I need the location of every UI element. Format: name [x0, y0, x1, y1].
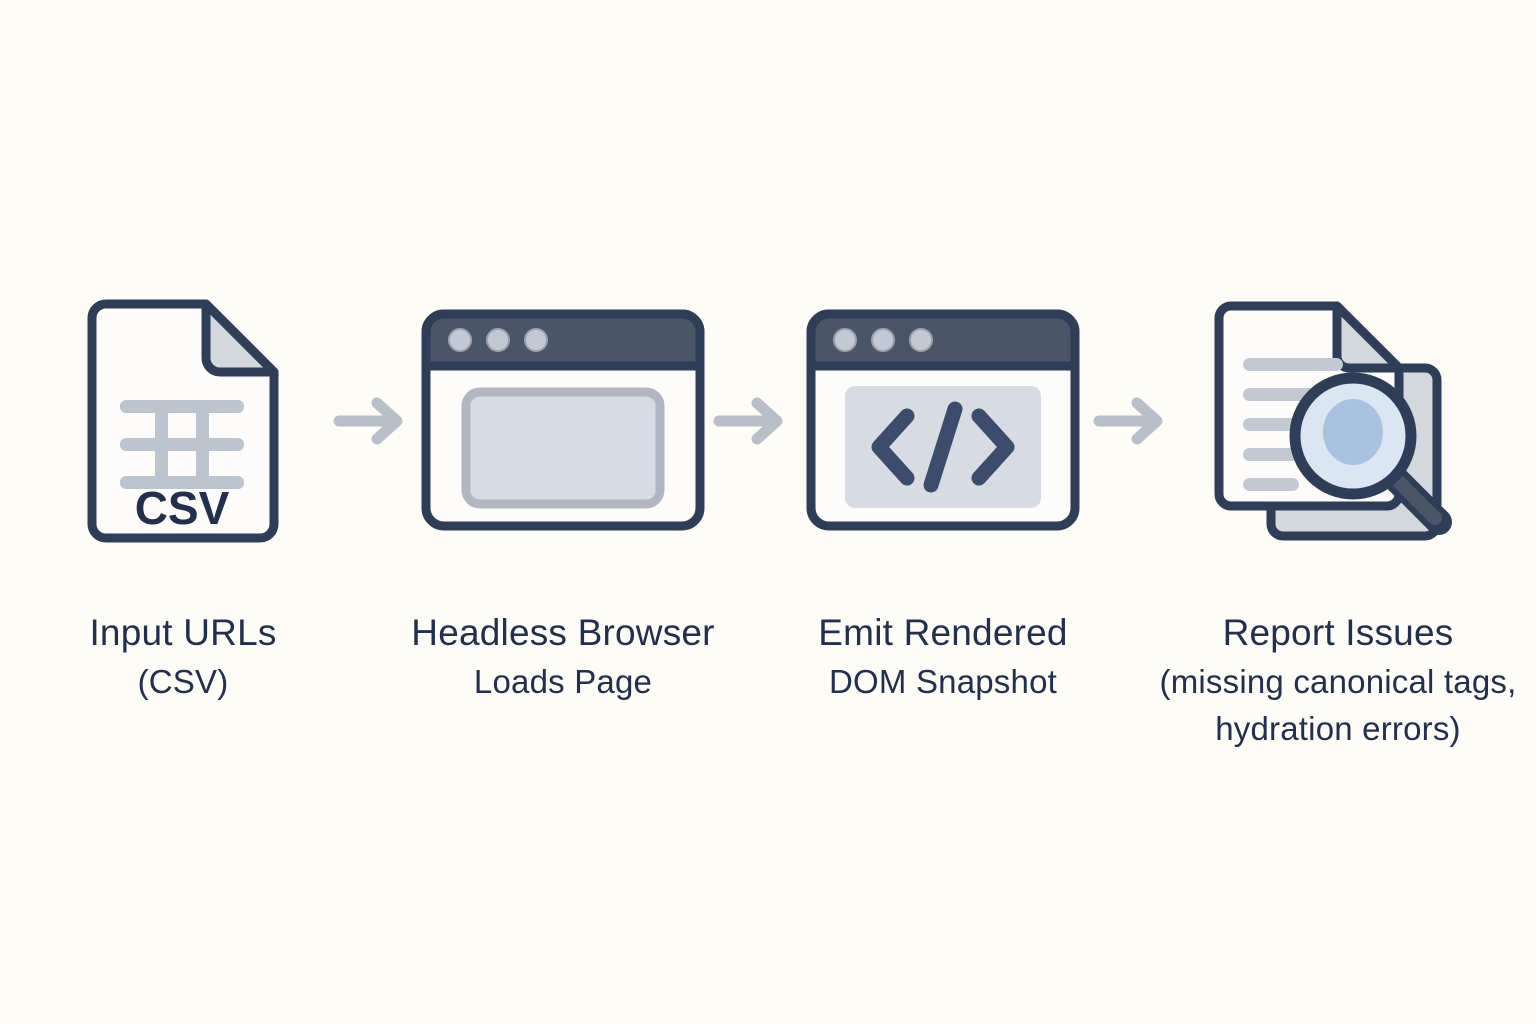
pipeline-step-dom-snapshot[interactable]: Emit Rendered DOM Snapshot: [798, 296, 1088, 760]
pipeline-step-label-input-urls: Input URLs (CSV): [18, 552, 348, 760]
pipeline-step-report-issues[interactable]: Report Issues (missing canonical tags, h…: [1160, 296, 1516, 807]
step-label-main: Headless Browser: [411, 611, 715, 653]
arrow-right-icon: [333, 397, 403, 445]
pipeline-step-headless-browser[interactable]: Headless Browser Loads Page: [411, 296, 715, 760]
document-text-lines: [1243, 358, 1343, 491]
arrow-1: [328, 296, 418, 546]
page-content-placeholder: [461, 387, 665, 509]
document-magnifier-icon-wrap: [1193, 296, 1483, 546]
window-traffic-lights: [833, 328, 933, 352]
arrow-right-icon: [713, 397, 783, 445]
csv-file-label: CSV: [135, 482, 230, 534]
browser-window-icon: [421, 309, 705, 531]
step-label-main: Input URLs: [89, 611, 277, 653]
pipeline-step-label-headless-browser: Headless Browser Loads Page: [398, 552, 728, 760]
code-browser-window-icon: [806, 309, 1080, 531]
step-label-sub: DOM Snapshot: [828, 663, 1057, 701]
csv-file-icon-wrap: CSV: [38, 296, 328, 546]
code-brackets-glyph: [871, 401, 1015, 493]
pipeline-step-label-report-issues: Report Issues (missing canonical tags, h…: [1128, 552, 1536, 807]
code-browser-window-icon-wrap: [798, 296, 1088, 546]
step-label-sub: (CSV): [137, 663, 229, 701]
browser-window-icon-wrap: [418, 296, 708, 546]
step-label-sub: (missing canonical tags, hydration error…: [1159, 663, 1517, 748]
pipeline-step-label-dom-snapshot: Emit Rendered DOM Snapshot: [778, 552, 1108, 760]
document-fold-corner: [1332, 301, 1404, 373]
step-label-sub: Loads Page: [473, 663, 653, 701]
window-traffic-lights: [448, 328, 548, 352]
pipeline-flow-row: CSV Input URLs (CSV): [0, 296, 1536, 756]
step-label-main: Emit Rendered: [818, 611, 1068, 653]
pipeline-step-input-urls[interactable]: CSV Input URLs (CSV): [38, 296, 328, 760]
arrow-2: [708, 296, 798, 546]
document-magnifier-icon: [1214, 301, 1452, 541]
arrow-right-icon: [1093, 397, 1163, 445]
arrow-3: [1088, 296, 1178, 546]
csv-file-icon: CSV: [87, 299, 279, 543]
step-label-main: Report Issues: [1222, 611, 1454, 653]
magnifier-lens-inner: [1323, 399, 1383, 465]
csv-grid-glyph: [120, 400, 244, 489]
